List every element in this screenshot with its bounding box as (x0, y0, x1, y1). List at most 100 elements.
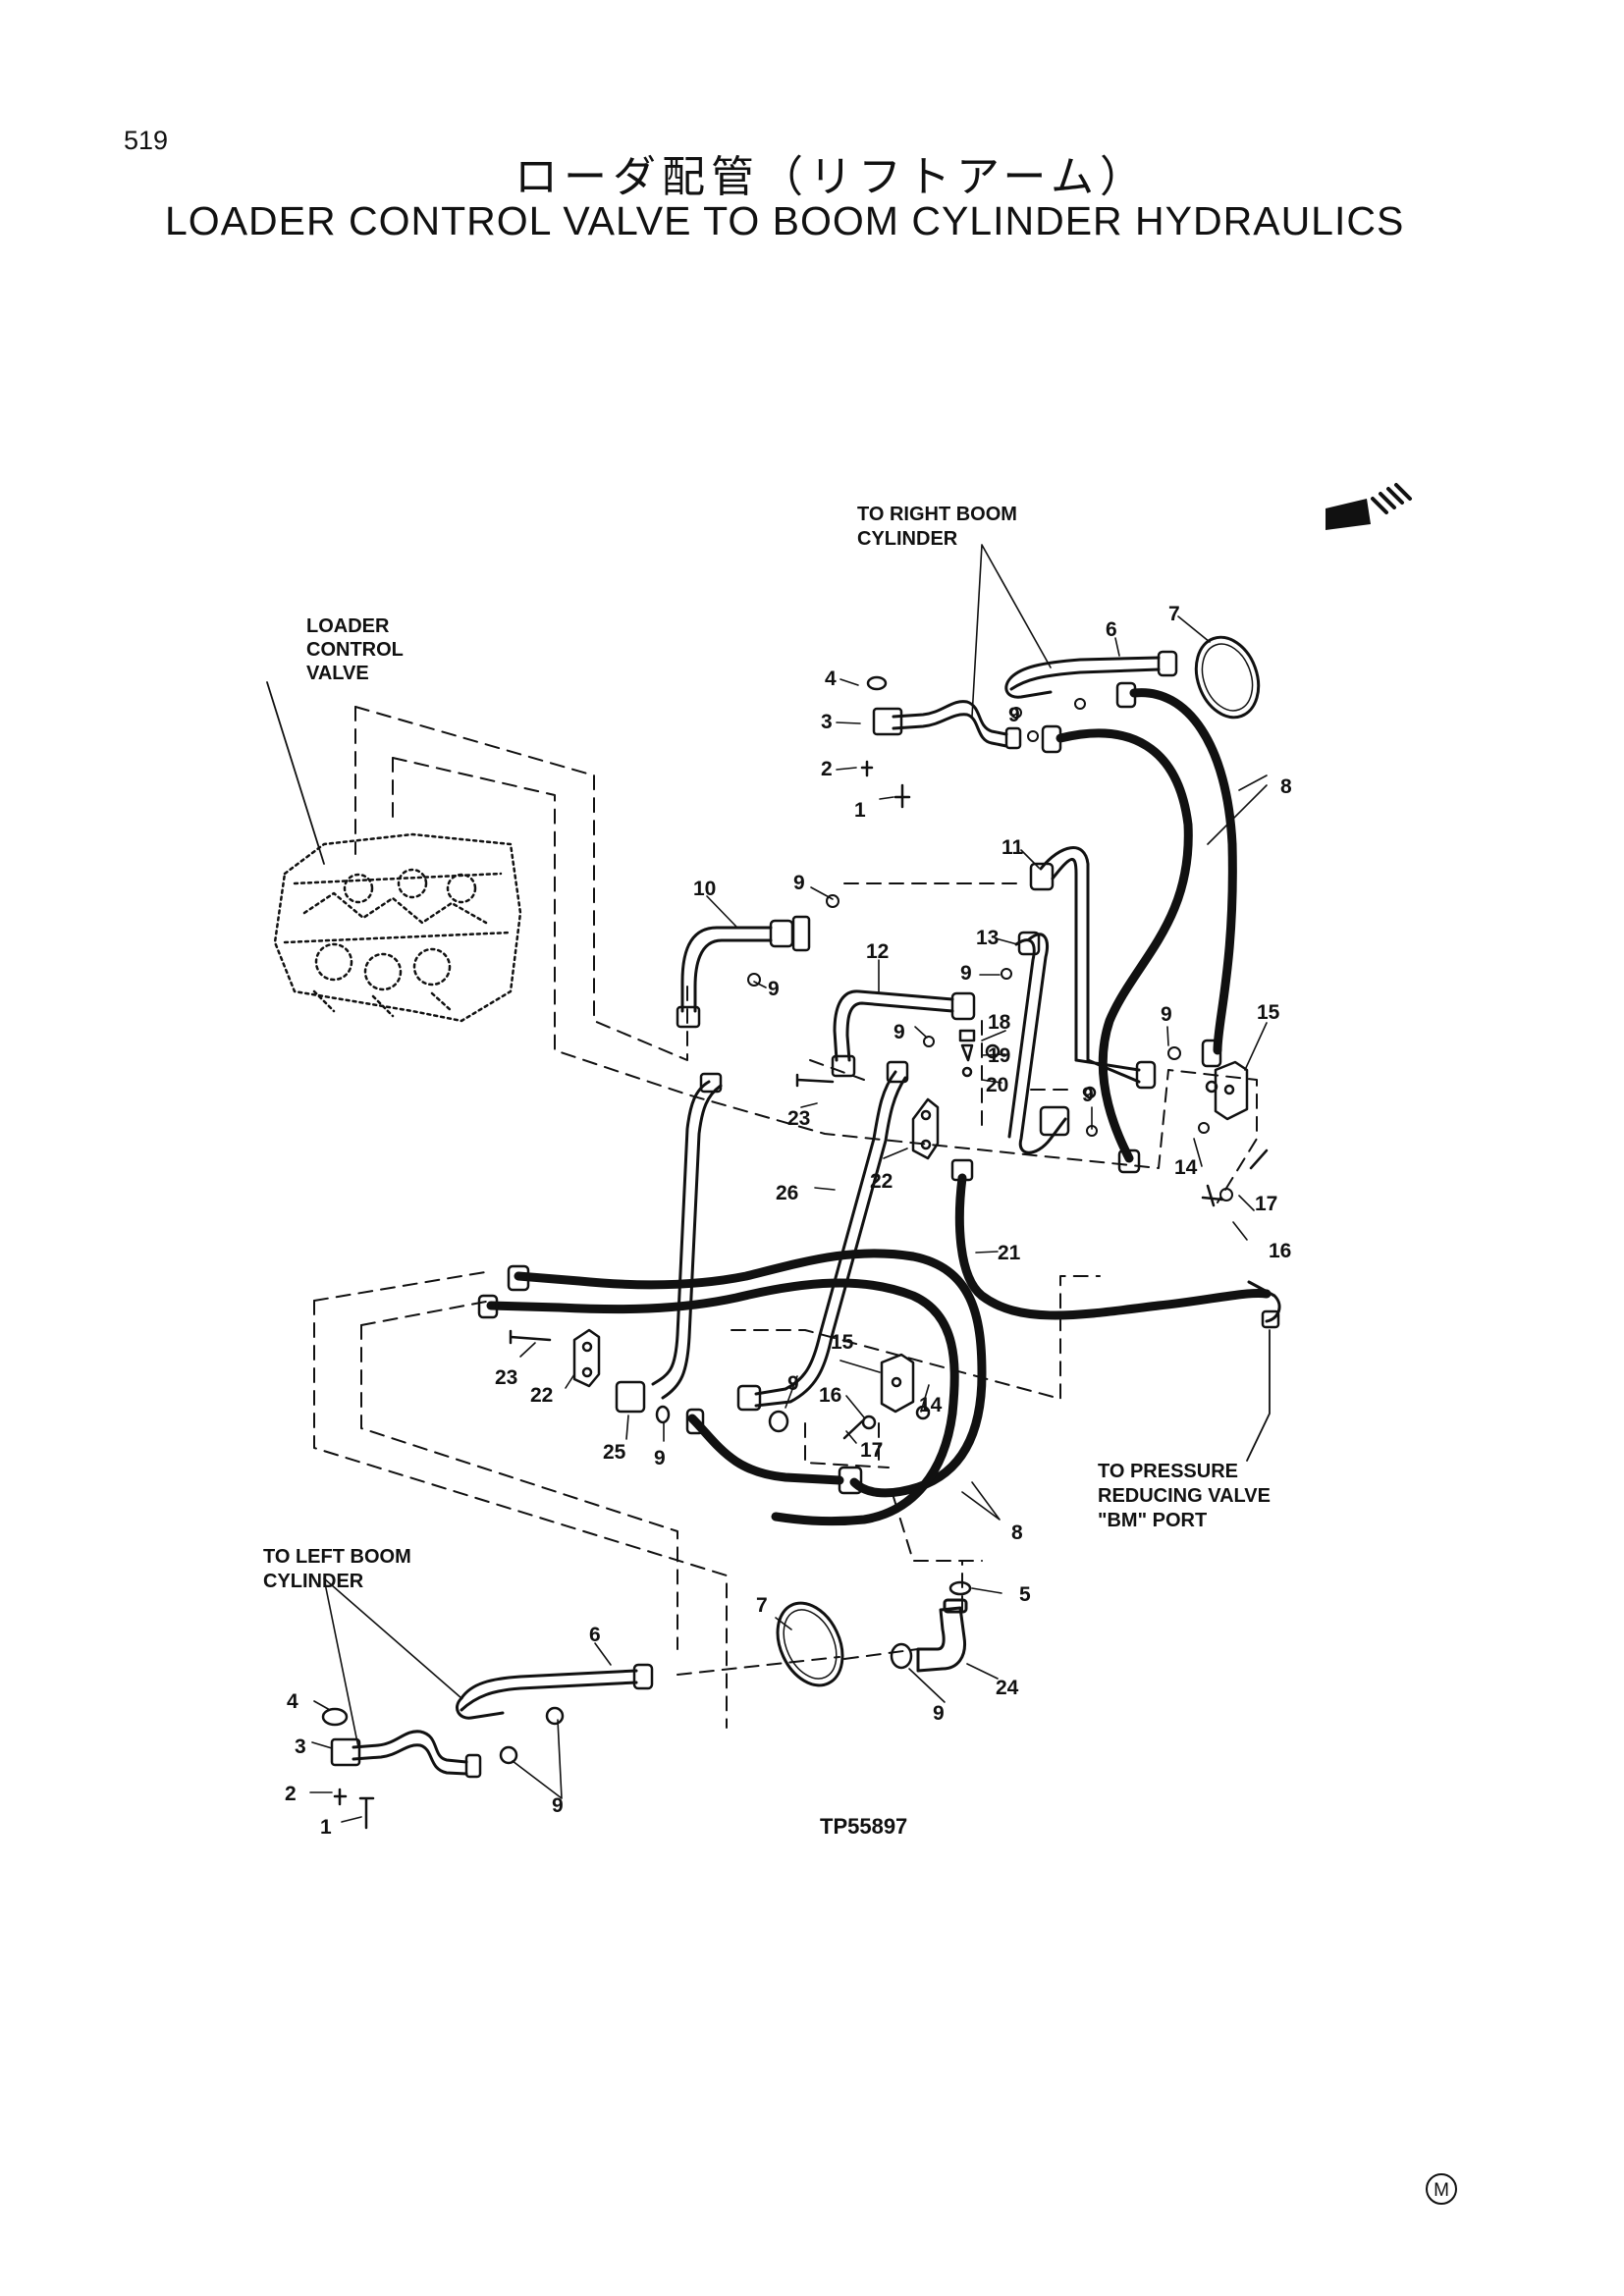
revision-symbol-letter: M (1434, 2180, 1449, 2201)
callout-26: 26 (776, 1182, 798, 1204)
clamp-7-lower (776, 1601, 844, 1687)
clamp-22-lower (572, 1328, 601, 1388)
callout-18: 18 (988, 1011, 1011, 1034)
callout-19: 19 (988, 1044, 1010, 1067)
page-number: 519 (124, 126, 169, 155)
callout-9-c: 9 (960, 962, 972, 985)
callout-5: 5 (1019, 1583, 1031, 1606)
loader-control-valve (273, 832, 522, 1023)
callout-21: 21 (998, 1242, 1021, 1264)
note-pressure-valve-line3: "BM" PORT (1098, 1510, 1207, 1531)
clamp-22-upper (911, 1097, 940, 1160)
callout-6-b: 6 (589, 1624, 601, 1646)
note-right-boom: TO RIGHT BOOM CYLINDER (857, 504, 1017, 550)
note-right-boom-line1: TO RIGHT BOOM (857, 504, 1017, 525)
bolts-1-2-4-top (860, 675, 911, 809)
fitting-18-19-20 (958, 1029, 976, 1078)
tube-11 (1029, 846, 1157, 1090)
callout-15-a: 15 (1257, 1001, 1280, 1024)
callout-23-b: 23 (495, 1366, 517, 1389)
elbow-24 (916, 1598, 968, 1673)
note-pressure-valve-line2: REDUCING VALVE (1098, 1485, 1271, 1507)
tube-26 (736, 1060, 909, 1412)
callout-1-b: 1 (320, 1816, 332, 1839)
figure-id: TP55897 (820, 1814, 907, 1839)
o-rings-lower (321, 1043, 1218, 1765)
callout-9-j: 9 (933, 1702, 945, 1725)
note-loader-valve-line1: LOADER (306, 615, 390, 637)
note-loader-valve-line3: VALVE (306, 663, 369, 684)
page-title-english: LOADER CONTROL VALVE TO BOOM CYLINDER HY… (165, 198, 1405, 243)
callout-2: 2 (821, 758, 833, 780)
bolts-23 (509, 1073, 1269, 1440)
page-title-japanese: ローダ配管（リフトアーム） (514, 152, 1150, 202)
note-pressure-valve: TO PRESSURE REDUCING VALVE "BM" PORT (1098, 1461, 1271, 1531)
leader-loader-valve (266, 681, 325, 865)
callout-8-a: 8 (1280, 775, 1292, 798)
callout-9-e: 9 (1161, 1003, 1172, 1026)
callout-1: 1 (854, 799, 866, 822)
callout-22-a: 22 (870, 1170, 893, 1193)
block-15-right (1214, 1060, 1249, 1121)
tube-10 (676, 915, 811, 1029)
callout-9-f: 9 (893, 1021, 905, 1043)
callout-22-b: 22 (530, 1384, 553, 1407)
note-loader-valve: LOADER CONTROL VALVE (306, 615, 404, 684)
callout-9-b: 9 (793, 872, 805, 894)
front-direction-arrow (1326, 483, 1412, 530)
tube-12 (831, 989, 976, 1078)
callout-9-g: 9 (1082, 1084, 1094, 1106)
o-rings-top (747, 698, 1233, 1201)
note-pressure-valve-line1: TO PRESSURE (1098, 1461, 1238, 1482)
callout-3-b: 3 (295, 1735, 306, 1758)
leader-lines (309, 544, 1268, 1823)
callouts: 6 7 4 3 9 2 8 1 11 9 10 13 12 9 9 9 15 1… (285, 603, 1292, 1839)
note-left-boom-line1: TO LEFT BOOM (263, 1546, 411, 1568)
callout-7: 7 (1168, 603, 1180, 625)
dashed-flow-lines (313, 706, 1258, 1729)
callout-14-a: 14 (1174, 1156, 1198, 1179)
callout-13: 13 (976, 927, 999, 949)
right-boom-tube-3 (872, 700, 1022, 750)
callout-20: 20 (986, 1074, 1008, 1096)
bolts-left-1-2 (333, 1788, 375, 1830)
callout-23-a: 23 (787, 1107, 810, 1130)
clamp-7-top (1194, 635, 1261, 720)
callout-15-b: 15 (831, 1331, 854, 1354)
callout-24: 24 (996, 1677, 1019, 1699)
callout-9-i: 9 (654, 1447, 666, 1469)
tube-13 (1007, 931, 1070, 1154)
note-left-boom-line2: CYLINDER (263, 1571, 364, 1592)
left-boom-tube-3 (330, 1730, 482, 1779)
callout-4: 4 (825, 667, 837, 690)
callout-7-b: 7 (756, 1594, 768, 1617)
tube-25 (615, 1072, 723, 1414)
note-loader-valve-line2: CONTROL (306, 639, 404, 661)
callout-25: 25 (603, 1441, 626, 1464)
callout-8-b: 8 (1011, 1522, 1023, 1544)
callout-9-a: 9 (1008, 704, 1020, 726)
note-left-boom: TO LEFT BOOM CYLINDER (263, 1546, 411, 1592)
right-boom-tube-6 (1004, 650, 1178, 699)
left-boom-tube-6 (456, 1663, 654, 1720)
callout-4-b: 4 (287, 1690, 298, 1713)
callout-3: 3 (821, 711, 833, 733)
callout-12: 12 (866, 940, 889, 963)
callout-6: 6 (1106, 618, 1117, 641)
callout-17-a: 17 (1255, 1193, 1277, 1215)
block-15-lower (880, 1353, 915, 1414)
leader-pressure-valve (1246, 1329, 1271, 1462)
callout-11: 11 (1001, 836, 1024, 859)
note-right-boom-line2: CYLINDER (857, 528, 958, 550)
callout-9-h: 9 (787, 1372, 799, 1395)
hose-21 (950, 1158, 1281, 1329)
lower-hose-8 (477, 1249, 987, 1526)
callout-17-b: 17 (860, 1439, 883, 1462)
callout-14-b: 14 (919, 1394, 943, 1416)
callout-9-d: 9 (768, 978, 780, 1000)
callout-9-k: 9 (552, 1794, 564, 1817)
callout-10: 10 (693, 878, 716, 900)
callout-16-a: 16 (1269, 1240, 1291, 1262)
revision-symbol: M (1426, 2173, 1457, 2205)
